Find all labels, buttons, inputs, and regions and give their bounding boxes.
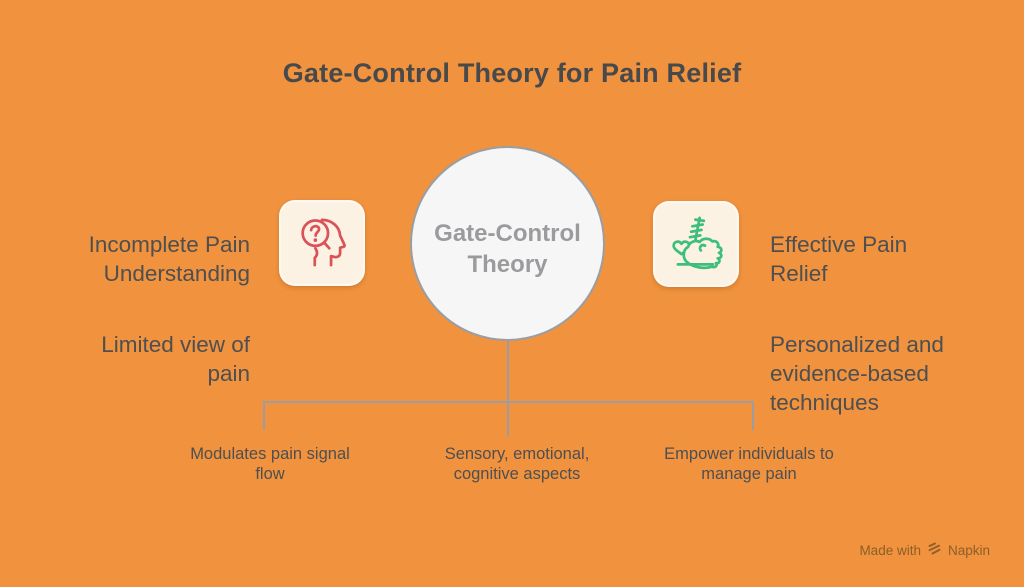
connector-drop-left <box>263 401 265 430</box>
diagram-title: Gate-Control Theory for Pain Relief <box>282 58 742 88</box>
fist-needle-heart-icon <box>667 213 725 276</box>
bottom-label-empower: Empower individuals to manage pain <box>664 445 834 483</box>
left-text-block: Incomplete Pain Understanding Limited vi… <box>20 201 250 417</box>
credit-brand: Napkin <box>947 542 990 558</box>
napkin-logo-icon <box>927 541 942 559</box>
right-icon-card <box>653 201 739 287</box>
center-node-label: Gate-Control Theory <box>434 219 581 278</box>
bottom-label-sensory: Sensory, emotional, cognitive aspects <box>444 445 590 483</box>
head-question-magnifier-icon <box>293 212 351 275</box>
center-node: Gate-Control Theory <box>410 146 605 341</box>
left-description: Limited view of pain <box>101 332 250 386</box>
napkin-credit: Made with Napkin <box>859 541 990 559</box>
credit-prefix: Made with <box>859 542 921 558</box>
left-icon-card <box>279 200 365 286</box>
bottom-label-modulates: Modulates pain signal flow <box>190 445 350 483</box>
left-heading: Incomplete Pain Understanding <box>88 232 250 286</box>
right-description: Personalized and evidence-based techniqu… <box>770 332 944 415</box>
connector-vertical-main <box>507 341 509 402</box>
connector-drop-middle <box>507 401 509 436</box>
right-text-block: Effective Pain Relief Personalized and e… <box>770 201 1000 446</box>
right-heading: Effective Pain Relief <box>770 232 908 286</box>
connector-drop-right <box>752 401 754 430</box>
